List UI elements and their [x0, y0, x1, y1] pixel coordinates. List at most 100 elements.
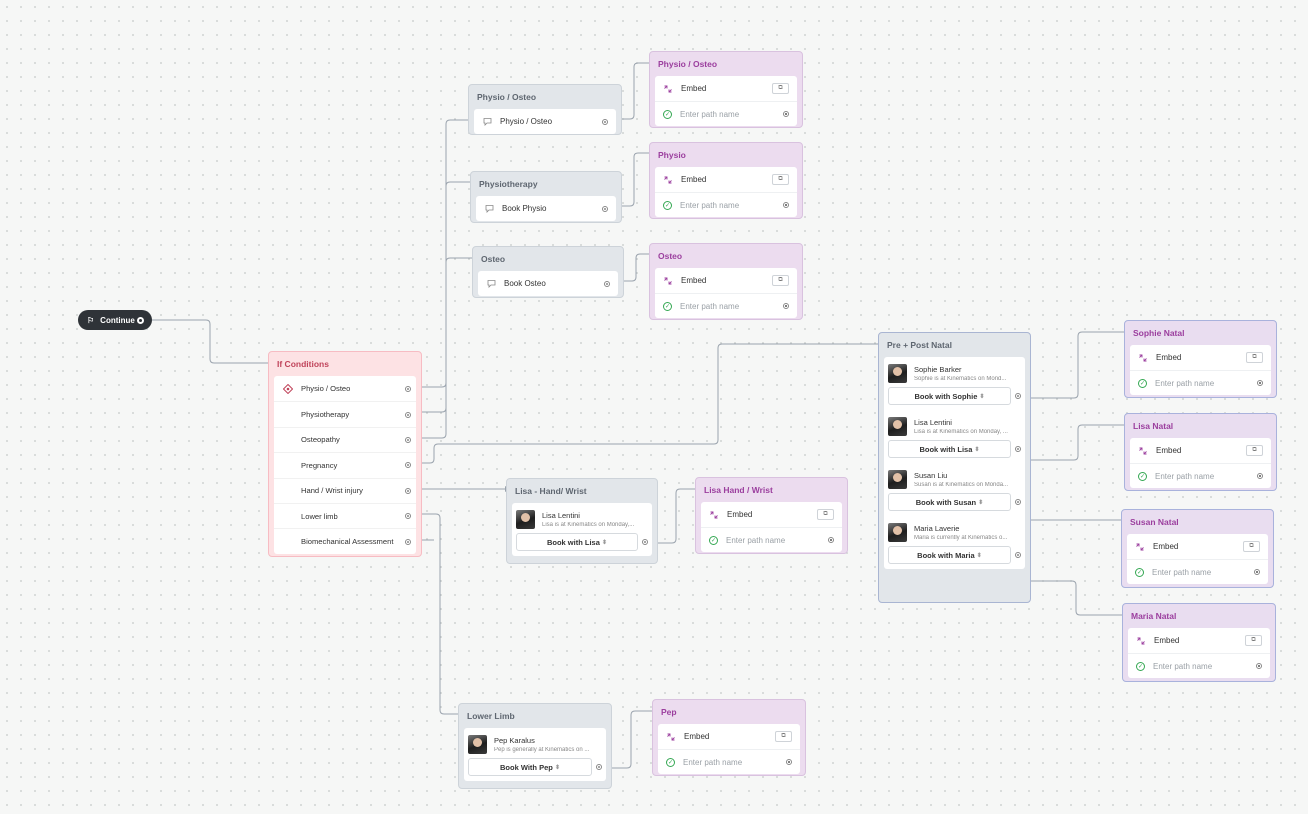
- embed-row[interactable]: Embed ⧉: [655, 268, 797, 293]
- choice-button[interactable]: Physio / Osteo: [474, 109, 616, 134]
- book-button[interactable]: Book With Pep ⬍: [468, 758, 592, 776]
- output-port[interactable]: [602, 118, 608, 125]
- path-name-input[interactable]: Enter path name: [1155, 471, 1215, 481]
- embed-settings-icon[interactable]: ⧉: [772, 174, 789, 185]
- output-port[interactable]: [1015, 446, 1021, 452]
- embed-label: Embed: [727, 510, 753, 519]
- path-name-input[interactable]: Enter path name: [1152, 567, 1212, 577]
- output-port[interactable]: [604, 280, 610, 287]
- embed-node-sophie-natal[interactable]: Sophie Natal Embed ⧉ ✓ Enter path name: [1124, 320, 1277, 398]
- condition-row[interactable]: Hand / Wrist injury: [274, 477, 416, 503]
- lower-limb-node[interactable]: Lower Limb Pep Karalus Pep is generally …: [458, 703, 612, 789]
- path-row[interactable]: ✓ Enter path name: [1130, 463, 1271, 488]
- embed-row[interactable]: Embed ⧉: [1128, 628, 1270, 653]
- output-port[interactable]: [1254, 569, 1260, 575]
- embed-settings-icon[interactable]: ⧉: [1246, 352, 1263, 363]
- choice-node-physio-osteo[interactable]: Physio / Osteo Physio / Osteo: [468, 84, 622, 135]
- output-port[interactable]: [1015, 393, 1021, 399]
- path-name-input[interactable]: Enter path name: [680, 301, 740, 311]
- path-row[interactable]: ✓ Enter path name: [1130, 370, 1271, 395]
- embed-settings-icon[interactable]: ⧉: [1246, 445, 1263, 456]
- output-port[interactable]: [1015, 552, 1021, 558]
- embed-node-lisa-natal[interactable]: Lisa Natal Embed ⧉ ✓ Enter path name: [1124, 413, 1277, 491]
- condition-port[interactable]: [405, 538, 411, 545]
- book-button[interactable]: Book with Susan ⬍: [888, 493, 1011, 511]
- embed-node-susan-natal[interactable]: Susan Natal Embed ⧉ ✓ Enter path name: [1121, 509, 1274, 588]
- output-port[interactable]: [1257, 380, 1263, 386]
- choice-button[interactable]: Book Osteo: [478, 271, 618, 296]
- path-row[interactable]: ✓ Enter path name: [1128, 653, 1270, 678]
- node-title: Susan Natal: [1130, 517, 1179, 527]
- condition-port[interactable]: [405, 513, 411, 520]
- path-name-input[interactable]: Enter path name: [683, 757, 743, 767]
- embed-node-lisa-hand[interactable]: Lisa Hand / Wrist Embed ⧉ ✓ Enter path n…: [695, 477, 848, 554]
- choice-button[interactable]: Book Physio: [476, 196, 616, 221]
- condition-row[interactable]: Lower limb: [274, 502, 416, 528]
- embed-node-physio-osteo[interactable]: Physio / Osteo Embed ⧉ ✓ Enter path name: [649, 51, 803, 128]
- book-button[interactable]: Book with Lisa ⬍: [516, 533, 638, 551]
- path-name-input[interactable]: Enter path name: [680, 109, 740, 119]
- embed-settings-icon[interactable]: ⧉: [817, 509, 834, 520]
- embed-settings-icon[interactable]: ⧉: [775, 731, 792, 742]
- path-name-input[interactable]: Enter path name: [1155, 378, 1215, 388]
- condition-port[interactable]: [405, 411, 411, 418]
- path-row[interactable]: ✓ Enter path name: [655, 293, 797, 318]
- output-port[interactable]: [1256, 663, 1262, 669]
- book-button[interactable]: Book with Lisa ⬍: [888, 440, 1011, 458]
- path-name-input[interactable]: Enter path name: [726, 535, 786, 545]
- continue-output-port[interactable]: [137, 316, 144, 324]
- embed-settings-icon[interactable]: ⧉: [1243, 541, 1260, 552]
- condition-port[interactable]: [405, 462, 411, 469]
- output-port[interactable]: [828, 537, 834, 543]
- embed-row[interactable]: Embed ⧉: [655, 167, 797, 192]
- embed-row[interactable]: Embed ⧉: [658, 724, 800, 749]
- path-row[interactable]: ✓ Enter path name: [1127, 559, 1268, 584]
- continue-node[interactable]: ⚐ Continue: [78, 310, 152, 330]
- if-conditions-node[interactable]: If Conditions Physio / Osteo Physiothera…: [268, 351, 422, 557]
- condition-port[interactable]: [405, 436, 411, 443]
- embed-settings-icon[interactable]: ⧉: [772, 275, 789, 286]
- output-port[interactable]: [783, 111, 789, 117]
- output-port[interactable]: [642, 539, 648, 545]
- output-port[interactable]: [1015, 499, 1021, 505]
- output-port[interactable]: [596, 764, 602, 770]
- book-button[interactable]: Book with Maria ⬍: [888, 546, 1011, 564]
- pre-post-natal-node[interactable]: Pre + Post Natal Sophie Barker Sophie is…: [878, 332, 1031, 603]
- embed-settings-icon[interactable]: ⧉: [1245, 635, 1262, 646]
- embed-label: Embed: [681, 175, 707, 184]
- embed-row[interactable]: Embed ⧉: [701, 502, 842, 527]
- output-port[interactable]: [786, 759, 792, 765]
- condition-port[interactable]: [405, 385, 411, 392]
- embed-settings-icon[interactable]: ⧉: [772, 83, 789, 94]
- path-name-input[interactable]: Enter path name: [680, 200, 740, 210]
- condition-diamond-icon: [283, 383, 293, 394]
- output-port[interactable]: [783, 303, 789, 309]
- output-port[interactable]: [1257, 473, 1263, 479]
- embed-node-physio[interactable]: Physio Embed ⧉ ✓ Enter path name: [649, 142, 803, 219]
- choice-node-physiotherapy[interactable]: Physiotherapy Book Physio: [470, 171, 622, 223]
- condition-port[interactable]: [405, 487, 411, 494]
- embed-row[interactable]: Embed ⧉: [655, 76, 797, 101]
- hand-wrist-node[interactable]: Lisa - Hand/ Wrist Lisa Lentini Lisa is …: [506, 478, 658, 564]
- condition-row[interactable]: Osteopathy: [274, 426, 416, 452]
- path-row[interactable]: ✓ Enter path name: [658, 749, 800, 774]
- embed-node-pep[interactable]: Pep Embed ⧉ ✓ Enter path name: [652, 699, 806, 776]
- condition-row[interactable]: Pregnancy: [274, 452, 416, 477]
- embed-node-osteo[interactable]: Osteo Embed ⧉ ✓ Enter path name: [649, 243, 803, 320]
- embed-row[interactable]: Embed ⧉: [1130, 438, 1271, 463]
- condition-row[interactable]: Physio / Osteo: [274, 376, 416, 401]
- choice-node-osteo[interactable]: Osteo Book Osteo: [472, 246, 624, 298]
- embed-row[interactable]: Embed ⧉: [1130, 345, 1271, 370]
- path-row[interactable]: ✓ Enter path name: [701, 527, 842, 552]
- embed-row[interactable]: Embed ⧉: [1127, 534, 1268, 559]
- output-port[interactable]: [602, 205, 608, 212]
- path-name-input[interactable]: Enter path name: [1153, 661, 1213, 671]
- condition-row[interactable]: Biomechanical Assessment: [274, 528, 416, 553]
- output-port[interactable]: [783, 202, 789, 208]
- path-row[interactable]: ✓ Enter path name: [655, 101, 797, 126]
- book-button[interactable]: Book with Sophie ⬍: [888, 387, 1011, 405]
- condition-row[interactable]: Physiotherapy: [274, 401, 416, 426]
- embed-node-maria-natal[interactable]: Maria Natal Embed ⧉ ✓ Enter path name: [1122, 603, 1276, 682]
- path-row[interactable]: ✓ Enter path name: [655, 192, 797, 217]
